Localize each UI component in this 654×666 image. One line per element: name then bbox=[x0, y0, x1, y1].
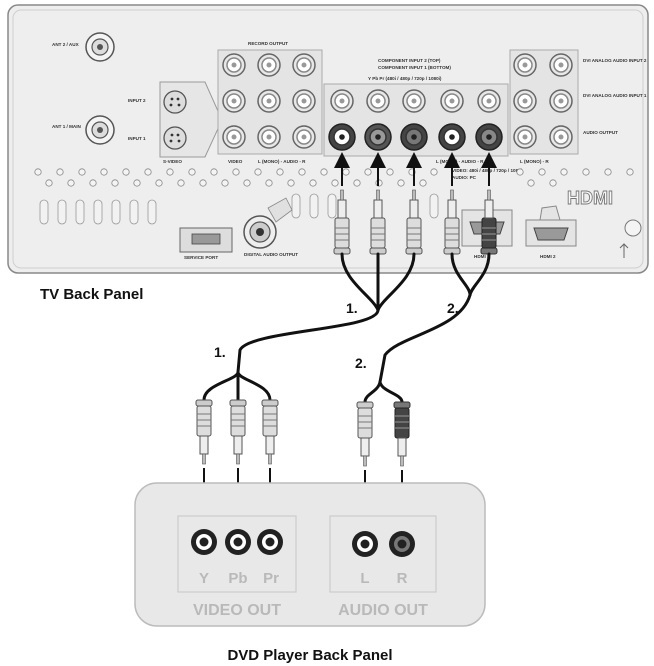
dvd-jack-pb bbox=[225, 529, 251, 555]
dvi-input2-label: DVI ANALOG AUDIO INPUT 2 bbox=[583, 58, 647, 63]
dvd-panel-title: DVD Player Back Panel bbox=[227, 647, 392, 664]
component2-audio-l-jack bbox=[440, 89, 464, 113]
antenna-jack-ant2 bbox=[85, 32, 115, 62]
video-out-label: VIDEO OUT bbox=[193, 602, 281, 619]
audio-output-l-jack bbox=[513, 125, 537, 149]
component1-audio-r-jack bbox=[475, 123, 503, 151]
component1-pr-jack bbox=[400, 123, 428, 151]
cable2-label-top: 2. bbox=[447, 300, 459, 316]
audio-out-label: AUDIO OUT bbox=[338, 602, 428, 619]
svideo-jack-2 bbox=[163, 90, 187, 114]
component-input-1-label: COMPONENT INPUT 1 (BOTTOM) bbox=[378, 65, 451, 70]
component2-y-jack bbox=[330, 89, 354, 113]
hdmi2-label: HDMI 2 bbox=[540, 254, 556, 259]
tv-panel-title: TV Back Panel bbox=[40, 286, 143, 303]
dvd-y-label: Y bbox=[199, 570, 209, 587]
dvd-plug-r bbox=[393, 401, 411, 467]
input1-audio-l-jack bbox=[257, 125, 281, 149]
dvd-pb-label: Pb bbox=[228, 570, 247, 587]
digital-audio-label: DIGITAL AUDIO OUTPUT bbox=[244, 252, 298, 257]
dvd-jack-y bbox=[191, 529, 217, 555]
dvi2-audio-r-jack bbox=[549, 53, 573, 77]
dvd-r-label: R bbox=[397, 570, 408, 587]
tv-end-plugs bbox=[333, 152, 498, 255]
audio-out-box bbox=[329, 515, 437, 593]
cable2-label-bottom: 2. bbox=[355, 355, 367, 371]
record-audio-l-jack bbox=[257, 53, 281, 77]
vga-audio-label: AUDIO: PC bbox=[452, 175, 477, 180]
vga-format-label: VIDEO: 480i / 480p / 720p / 1080i bbox=[452, 168, 522, 173]
dvd-plug-y bbox=[195, 399, 213, 465]
cable1-label-bottom: 1. bbox=[214, 344, 226, 360]
record-audio-r-jack bbox=[292, 53, 316, 77]
tv-back-panel: ANT 2 / AUX ANT 1 / MAIN INPUT 2 INPUT 1… bbox=[7, 4, 649, 274]
dvi-input1-label: DVI ANALOG AUDIO INPUT 1 bbox=[583, 93, 647, 98]
dvd-l-label: L bbox=[360, 570, 369, 587]
vent-slots bbox=[39, 193, 439, 225]
dvi1-audio-l-jack bbox=[513, 89, 537, 113]
dvd-plug-l bbox=[356, 401, 374, 467]
dvd-pr-label: Pr bbox=[263, 570, 279, 587]
component1-audio-l-jack bbox=[438, 123, 466, 151]
dvi2-audio-l-jack bbox=[513, 53, 537, 77]
antenna-jack-ant1 bbox=[85, 115, 115, 145]
dvd-jack-pr bbox=[257, 529, 283, 555]
video-label: VIDEO bbox=[228, 159, 243, 164]
hdmi-logo: HDMI bbox=[567, 188, 613, 208]
input2-video-jack bbox=[222, 89, 246, 113]
ant1-label: ANT 1 / MAIN bbox=[52, 124, 82, 129]
svideo-label: S-VIDEO bbox=[163, 159, 182, 164]
audio-lr-label: L (MONO) - AUDIO - R bbox=[258, 159, 306, 164]
digital-audio-jack bbox=[243, 215, 277, 249]
component2-pb-jack bbox=[366, 89, 390, 113]
component2-pr-jack bbox=[402, 89, 426, 113]
dvd-back-panel: Y Pb Pr L R VIDEO OUT AUDIO OUT bbox=[134, 482, 486, 627]
dvd-plug-pr bbox=[261, 399, 279, 465]
hdmi1-label: HDMI 1 bbox=[474, 254, 490, 259]
dvd-plug-pb bbox=[229, 399, 247, 465]
record-video-jack bbox=[222, 53, 246, 77]
input1-audio-r-jack bbox=[292, 125, 316, 149]
dvd-jack-r bbox=[389, 531, 415, 557]
component-format-label: Y Pb Pr (480i / 480p / 720p / 1080i) bbox=[368, 76, 442, 81]
dvd-jack-l bbox=[352, 531, 378, 557]
input1-label: INPUT 1 bbox=[128, 136, 146, 141]
dvi1-audio-r-jack bbox=[549, 89, 573, 113]
video-out-box bbox=[177, 515, 297, 593]
antenna-symbol-icon bbox=[619, 243, 629, 258]
service-port-label: SERVICE PORT bbox=[184, 255, 218, 260]
component-audio-label: L (MONO) - AUDIO - R bbox=[436, 159, 484, 164]
input1-video-jack bbox=[222, 125, 246, 149]
component1-y-jack bbox=[328, 123, 356, 151]
ant2-label: ANT 2 / AUX bbox=[52, 42, 80, 47]
record-output-label: RECORD OUTPUT bbox=[248, 41, 288, 46]
cable1-label-top: 1. bbox=[346, 300, 358, 316]
audio-output-r-jack bbox=[549, 125, 573, 149]
input2-audio-r-jack bbox=[292, 89, 316, 113]
input2-label: INPUT 2 bbox=[128, 98, 146, 103]
component2-audio-r-jack bbox=[477, 89, 501, 113]
audio-output-lr-label: L (MONO) - R bbox=[520, 159, 549, 164]
cable-wires bbox=[202, 252, 491, 404]
component-input-2-label: COMPONENT INPUT 2 (TOP) bbox=[378, 58, 441, 63]
component1-pb-jack bbox=[364, 123, 392, 151]
vent-holes bbox=[34, 168, 634, 187]
input2-audio-l-jack bbox=[257, 89, 281, 113]
ground-screw bbox=[624, 219, 642, 237]
hdmi2-port bbox=[525, 205, 577, 247]
svideo-jack-1 bbox=[163, 126, 187, 150]
audio-output-label: AUDIO OUTPUT bbox=[583, 130, 618, 135]
